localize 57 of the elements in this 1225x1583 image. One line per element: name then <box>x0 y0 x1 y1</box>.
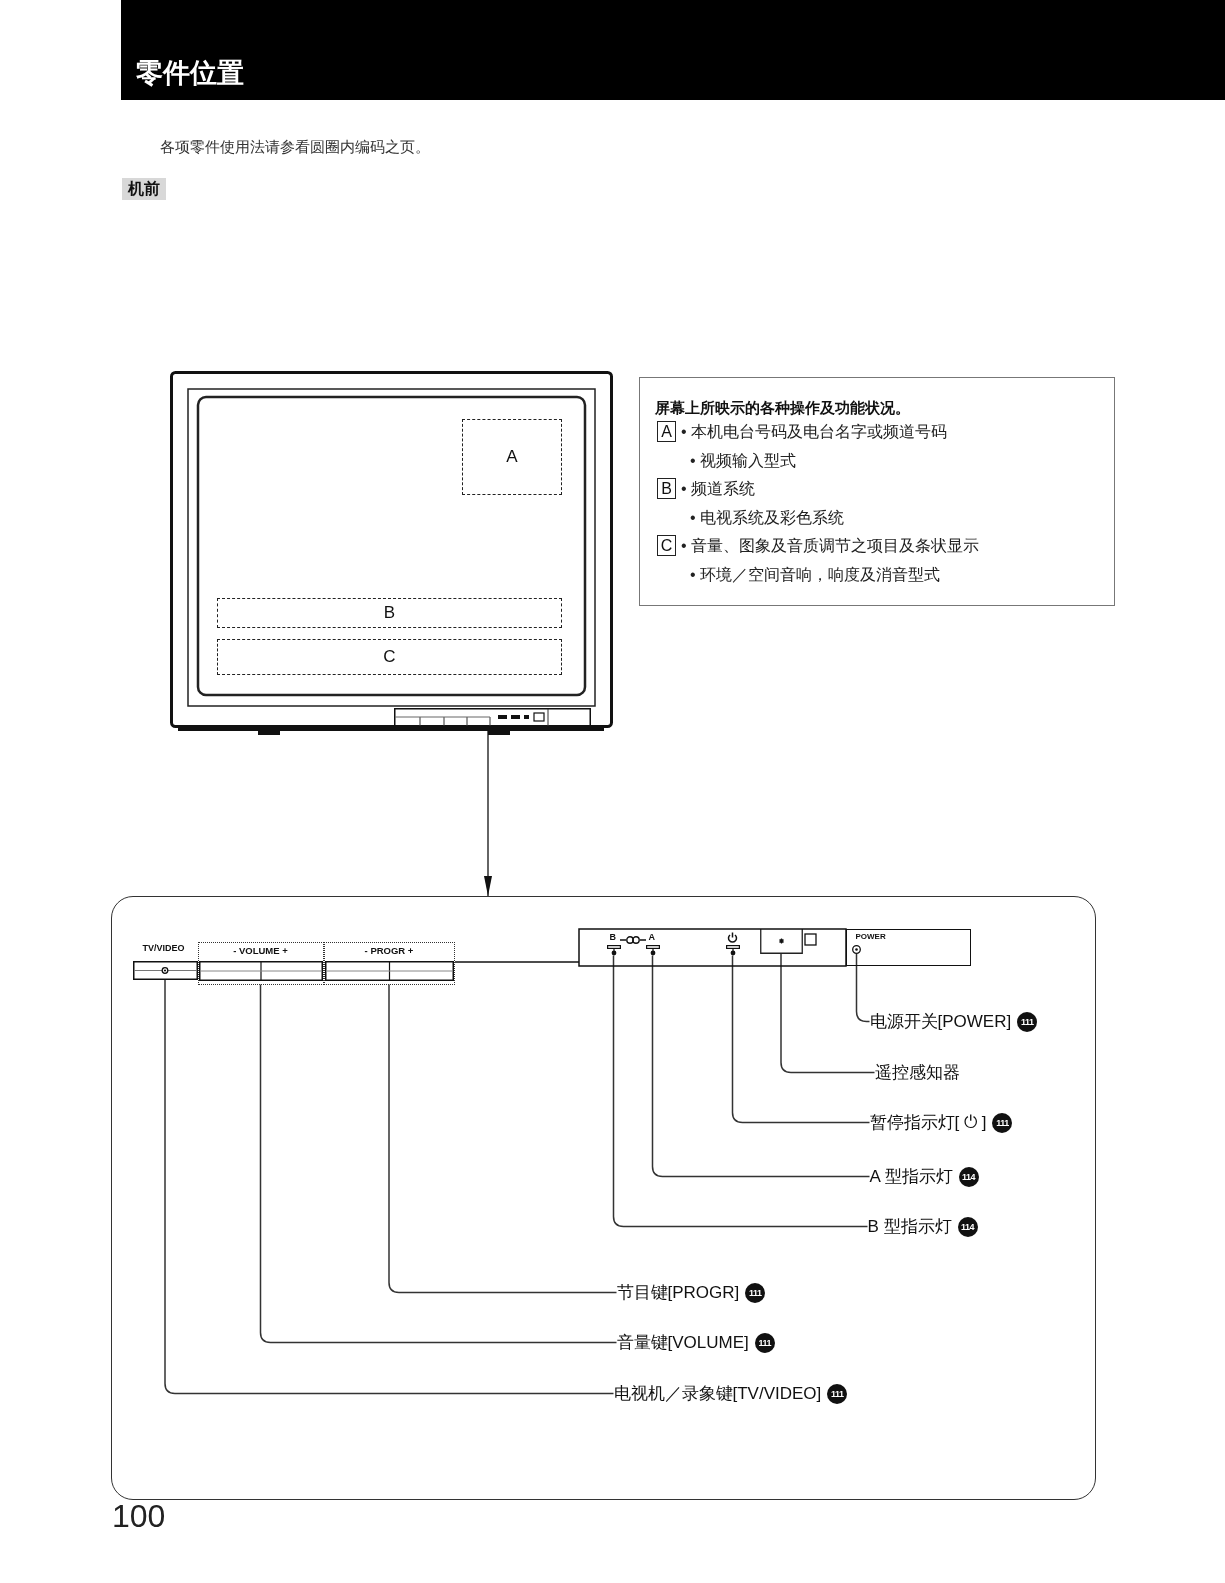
zone-letter: B <box>657 478 676 499</box>
description-text: • 本机电台号码及电台名字或频道号码 <box>681 422 948 442</box>
panel-marking: B <box>609 931 616 943</box>
page-ref-badge: 111 <box>992 1112 1013 1133</box>
callout-label: A 型指示灯 <box>869 1165 953 1188</box>
page-number: 100 <box>112 1503 166 1529</box>
indicator-lamp-icon <box>645 944 660 956</box>
leader-line <box>731 954 871 1124</box>
key-group-panel <box>323 941 455 985</box>
key-label: - PROGR + <box>364 944 414 957</box>
info-panel <box>639 377 1115 606</box>
page-ref-badge: 114 <box>958 1166 979 1187</box>
switch-dot-icon <box>852 945 861 954</box>
intro-text: 各项零件使用法请参看圆圈内编码之页。 <box>160 138 430 157</box>
callout-label: 遥控感知器 <box>874 1061 960 1084</box>
panel-marking: A <box>648 931 655 943</box>
info-heading: 屏幕上所映示的各种操作及功能状况。 <box>655 399 910 418</box>
key-group-panel <box>197 941 324 985</box>
leader-line <box>612 954 869 1228</box>
callout-label: 音量键[VOLUME] <box>616 1331 749 1354</box>
key-label: - VOLUME + <box>233 944 288 957</box>
description-text: • 视频输入型式 <box>690 451 797 471</box>
callout-label: 电源开关[POWER] <box>869 1010 1012 1033</box>
leader-line <box>651 954 871 1178</box>
leader-line <box>259 983 618 1344</box>
page-ref-badge: 111 <box>745 1282 766 1303</box>
panel-marking: TV/VIDEO <box>142 942 185 954</box>
callout-label: 节目键[PROGR] <box>616 1281 740 1304</box>
power-switch-panel <box>845 928 971 966</box>
section-label: 机前 <box>122 178 166 200</box>
screen-zone: B <box>217 598 562 628</box>
zone-letter: A <box>657 421 676 442</box>
description-text: • 音量、图象及音质调节之项目及条状显示 <box>681 536 980 556</box>
switch-label: POWER <box>855 931 886 942</box>
indicator-lamp-icon <box>606 944 621 956</box>
zone-letter: C <box>657 535 676 556</box>
detail-frame <box>111 896 1096 1500</box>
page-ref-badge: 111 <box>827 1383 848 1404</box>
leader-line <box>780 952 876 1074</box>
screen-zone: C <box>217 639 562 675</box>
description-text: • 环境／空间音响，响度及消音型式 <box>690 565 941 585</box>
indicator-lamp-icon <box>725 944 740 956</box>
description-text: • 电视系统及彩色系统 <box>690 508 845 528</box>
page-title: 零件位置 <box>136 56 244 90</box>
leader-line <box>164 978 615 1395</box>
page-ref-badge: 111 <box>754 1332 775 1353</box>
leader-line <box>388 983 618 1294</box>
page-ref-badge: 111 <box>1017 1011 1038 1032</box>
sensor-window <box>759 928 803 954</box>
callout-label: 电视机／录象键[TV/VIDEO] <box>613 1382 822 1405</box>
callout-label: 暂停指示灯[ ⏻ ] <box>869 1111 987 1134</box>
screen-zone: A <box>462 419 562 495</box>
page-ref-badge: 114 <box>957 1216 978 1237</box>
description-text: • 频道系统 <box>681 479 756 499</box>
front-panel-strip <box>394 708 591 727</box>
callout-label: B 型指示灯 <box>867 1215 952 1238</box>
key-icon <box>132 960 198 980</box>
